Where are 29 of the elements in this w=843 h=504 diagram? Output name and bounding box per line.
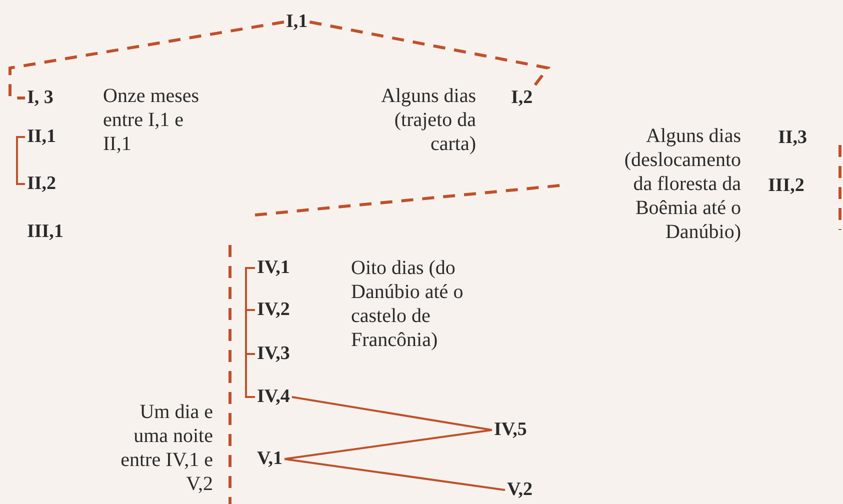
bracket-line xyxy=(245,267,255,311)
connector-line xyxy=(284,429,492,460)
scene-number: III,1 xyxy=(27,220,64,244)
scene-number: II,1 xyxy=(27,125,56,149)
scene-number: V,2 xyxy=(507,478,533,502)
scene-number: I,1 xyxy=(286,10,308,34)
time-note: Alguns dias (deslocamento da floresta da Boêmia até o Danúbio) xyxy=(623,124,741,244)
bracket-line xyxy=(245,353,255,398)
scene-number: IV,3 xyxy=(257,342,290,366)
bracket-line xyxy=(16,136,25,185)
scene-number: IV,4 xyxy=(257,385,290,409)
scene-number: II,3 xyxy=(778,126,808,150)
scene-number: I, 3 xyxy=(27,86,54,110)
scene-number: IV,5 xyxy=(494,418,527,442)
bracket-line xyxy=(245,309,255,355)
scene-number: III,2 xyxy=(768,174,804,198)
dashed-connector xyxy=(309,20,551,89)
scene-number: I,2 xyxy=(511,86,533,110)
scene-number: IV,2 xyxy=(257,298,290,322)
scene-number: V,1 xyxy=(257,447,283,471)
time-note: Oito dias (do Danúbio até o castelo de Francônia) xyxy=(351,256,464,352)
connector-line xyxy=(284,458,506,491)
time-note: Um dia e uma noite entre IV,1 e V,2 xyxy=(120,400,213,496)
scene-number: IV,1 xyxy=(257,256,290,280)
dashed-connector xyxy=(8,20,284,100)
scene-number: II,2 xyxy=(27,172,56,196)
time-note: Alguns dias (trajeto da carta) xyxy=(380,84,476,156)
connector-line xyxy=(292,396,492,431)
time-note: Onze meses entre I,1 e II,1 xyxy=(103,84,200,156)
